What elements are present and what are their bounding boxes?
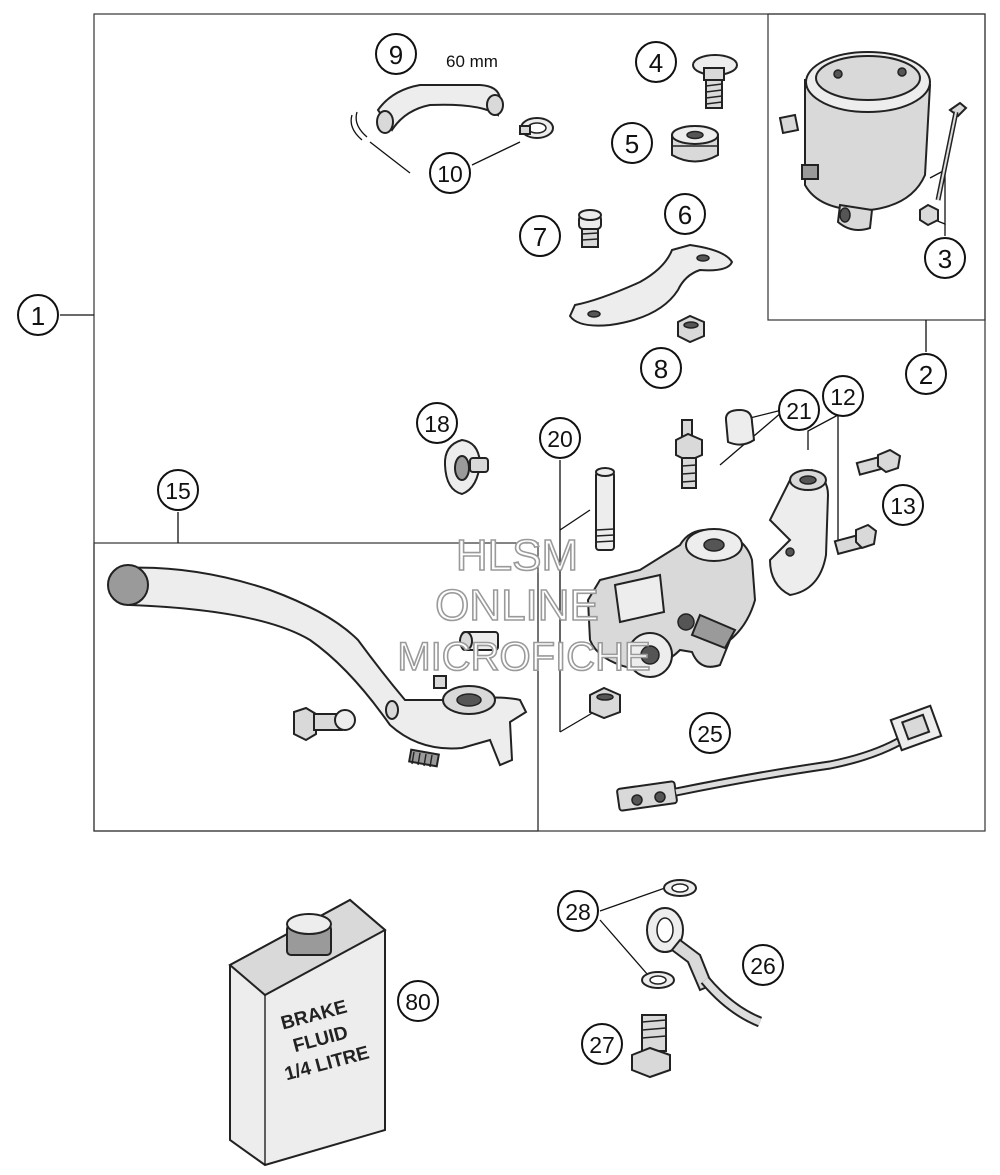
hose-clamp-left: [350, 111, 368, 141]
master-cylinder-body: [586, 528, 757, 678]
callout-label: 8: [654, 354, 668, 384]
callout-7: 7: [519, 215, 561, 257]
callout-21: 21: [778, 389, 820, 431]
frames: [93, 13, 986, 832]
callout-15: 15: [157, 469, 199, 511]
callout-13: 13: [882, 484, 924, 526]
bolt-part-7: [578, 209, 602, 248]
bleed-cap-part-21: [724, 408, 756, 446]
callout-6: 6: [664, 193, 706, 235]
brake-switch-part-25: [616, 704, 943, 812]
callout-label: 7: [533, 222, 547, 252]
callout-label: 28: [565, 899, 591, 925]
callout-12: 12: [822, 375, 864, 417]
bracket-part-6: [568, 243, 734, 327]
stud-part-20: [595, 467, 615, 551]
bleed-screw-part-21: [675, 419, 703, 489]
assembly-frame: [93, 13, 986, 832]
callout-5: 5: [611, 122, 653, 164]
callout-label: 6: [678, 200, 692, 230]
callout-label: 1: [31, 301, 45, 331]
callout-label: 80: [405, 989, 431, 1015]
callout-18: 18: [416, 402, 458, 444]
callout-label: 3: [938, 244, 952, 274]
callout-label: 20: [547, 426, 573, 452]
callout-80: 80: [397, 980, 439, 1022]
callout-label: 15: [165, 478, 191, 504]
callout-8: 8: [640, 347, 682, 389]
callout-label: 18: [424, 411, 450, 437]
nut-part-8: [677, 314, 705, 344]
brake-lever-part-15: [107, 564, 528, 767]
clamp-bolt-upper-part-13: [855, 448, 902, 476]
callout-label: 12: [830, 384, 856, 410]
callout-label: 9: [389, 40, 403, 70]
callout-1: 1: [17, 294, 59, 336]
watermark: HLSM ONLINE MICROFICHE: [397, 530, 652, 680]
callout-label: 2: [919, 360, 933, 390]
callout-28: 28: [557, 890, 599, 932]
clamp-bolt-lower-part-13: [833, 523, 878, 556]
callout-label: 27: [589, 1032, 615, 1058]
hose-part: [376, 84, 504, 134]
callout-25: 25: [689, 712, 731, 754]
banjo-bolt-part-27: [631, 1014, 671, 1079]
plug-part-18: [443, 438, 489, 496]
clamp-part-12: [768, 468, 830, 597]
washer-lower-part-28: [641, 971, 675, 989]
hose-length-label: 60 mm: [446, 52, 498, 71]
watermark-line-2: ONLINE: [435, 581, 599, 630]
brake-fluid-can-part-80: BRAKE FLUID 1/4 LITRE: [228, 898, 387, 1167]
callout-20: 20: [539, 417, 581, 459]
callout-9: 9: [375, 33, 417, 75]
reservoir-part-2: [778, 51, 932, 231]
callout-27: 27: [581, 1023, 623, 1065]
callout-label: 5: [625, 129, 639, 159]
washer-upper-part-28: [663, 879, 697, 897]
reservoir-screw-part-3: [919, 101, 968, 227]
lever-spring: [408, 748, 440, 768]
lever-pivot-bolt: [293, 706, 356, 742]
callout-26: 26: [742, 944, 784, 986]
brake-line-part-26: [646, 907, 763, 1028]
callout-label: 13: [890, 493, 916, 519]
callout-3: 3: [924, 237, 966, 279]
callout-label: 21: [786, 398, 812, 424]
callout-2: 2: [905, 353, 947, 395]
callout-label: 26: [750, 953, 776, 979]
callout-label: 25: [697, 721, 723, 747]
callout-label: 4: [649, 48, 663, 78]
reservoir-frame: [767, 13, 986, 321]
watermark-line-1: HLSM: [456, 531, 578, 580]
callout-4: 4: [635, 41, 677, 83]
nut-part-20: [589, 686, 621, 720]
watermark-line-3: MICROFICHE: [397, 635, 650, 679]
lever-adjuster: [459, 631, 499, 651]
hose-clamp-right: [519, 117, 554, 139]
callout-label: 10: [437, 161, 463, 187]
screw-part-4: [692, 54, 738, 109]
callout-10: 10: [429, 152, 471, 194]
grommet-part-5: [671, 125, 719, 163]
